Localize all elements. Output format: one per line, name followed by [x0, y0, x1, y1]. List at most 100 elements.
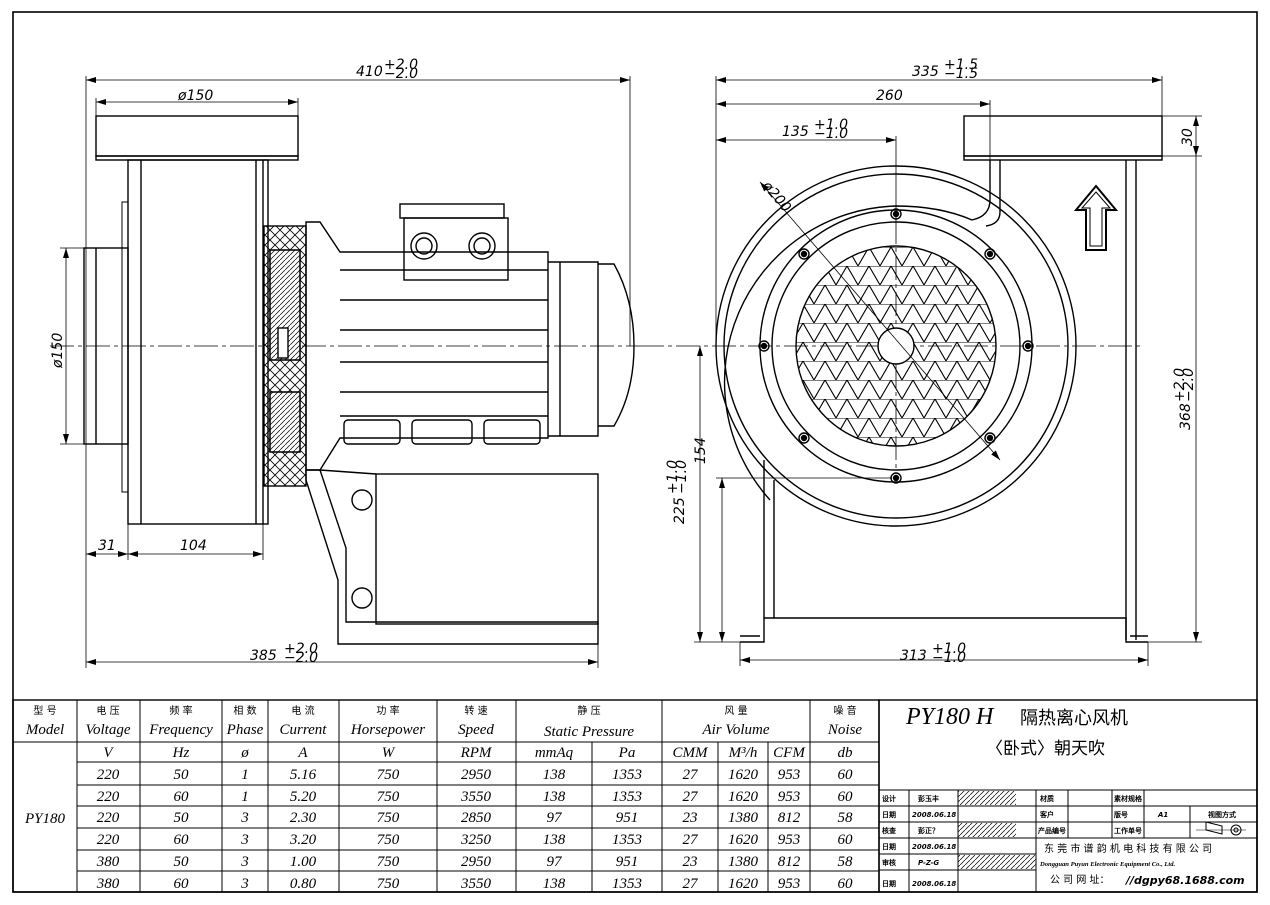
product-code: PY180 H — [905, 704, 995, 730]
table-cell: 50 — [174, 854, 190, 870]
table-cell: 5.20 — [290, 789, 317, 805]
dim-overall-length: 410 — [356, 64, 383, 80]
table-cell: 5.16 — [290, 767, 317, 783]
table-cell: 1353 — [612, 832, 642, 848]
table-cell: 1620 — [728, 832, 759, 848]
table-cell: 1620 — [728, 789, 759, 805]
table-cell: 60 — [174, 789, 190, 805]
table-cell: 1380 — [728, 810, 759, 826]
hdr-speed-cn: 转 速 — [464, 704, 487, 717]
dim-width-335-tol-dn: −1.5 — [944, 66, 978, 82]
dim-31: 31 — [98, 538, 116, 554]
table-cell: 27 — [683, 876, 700, 892]
website-label: 公 司 网 址： — [1050, 873, 1110, 886]
table-cell: 750 — [377, 789, 400, 805]
table-cell: 220 — [97, 810, 120, 826]
unit-cell: db — [838, 745, 854, 761]
table-cell: 2850 — [461, 810, 492, 826]
table-cell: 220 — [97, 789, 120, 805]
dim-dia-200: ø200 — [758, 178, 794, 216]
work-order-label: 工作单号 — [1114, 826, 1142, 835]
unit-cell: RPM — [460, 745, 493, 761]
company-name-en: Dongguan Puyun Electronic Equipment Co.,… — [1039, 861, 1176, 868]
unit-cell: V — [103, 745, 114, 761]
date-1: 2008.06.18 — [912, 811, 956, 819]
table-cell: 27 — [683, 789, 700, 805]
table-cell: 23 — [683, 810, 698, 826]
table-cell: 2.30 — [290, 810, 317, 826]
table-cell: 60 — [838, 789, 854, 805]
unit-cell: M³/h — [728, 745, 758, 761]
dim-154: 154 — [693, 437, 709, 464]
unit-cell: ø — [240, 745, 249, 761]
table-cell: 60 — [838, 767, 854, 783]
projection-symbol-icon — [1196, 821, 1246, 836]
model-name: PY180 — [24, 811, 66, 827]
dim-inlet-dia-top: ø150 — [177, 88, 213, 104]
table-cell: 3.20 — [289, 832, 317, 848]
hdr-horsepower-cn: 功 率 — [376, 704, 399, 717]
table-cell: 50 — [174, 767, 190, 783]
hdr-phase-en: Phase — [226, 722, 264, 738]
version-label: 版号 — [1114, 810, 1128, 819]
table-cell: 27 — [683, 832, 700, 848]
hdr-phase-cn: 相 数 — [233, 704, 256, 717]
hdr-frequency-cn: 频 率 — [169, 704, 192, 717]
table-cell: 220 — [97, 832, 120, 848]
dim-width-335-tol-up: +1.5 — [944, 57, 978, 73]
product-name-line2: 〈卧式〉朝天吹 — [986, 739, 1105, 759]
table-cell: 3250 — [460, 832, 492, 848]
table-cell: 2950 — [461, 854, 492, 870]
hdr-pressure-cn: 静 压 — [577, 704, 600, 717]
table-cell: 1 — [241, 767, 249, 783]
dim-225-tol-dn: −1.0 — [674, 460, 690, 494]
table-cell: 953 — [778, 876, 801, 892]
table-cell: 1380 — [728, 854, 759, 870]
date-2: 2008.06.18 — [912, 843, 956, 851]
product-name-line1: 隔热离心风机 — [1020, 708, 1128, 729]
unit-cell: Hz — [172, 745, 190, 761]
date-3: 2008.06.18 — [912, 880, 956, 888]
dim-height-368-tol-up: +2.0 — [1172, 368, 1188, 402]
dim-225-tol-up: +1.0 — [665, 460, 681, 494]
table-cell: 60 — [174, 876, 190, 892]
front-view-dimensions — [694, 76, 1202, 666]
design-name: 彭玉丰 — [918, 794, 939, 803]
dim-260: 260 — [876, 88, 903, 104]
hdr-voltage-en: Voltage — [86, 722, 131, 738]
check-name: 彭正？ — [918, 826, 939, 835]
table-cell: 97 — [547, 810, 564, 826]
table-cell: 812 — [778, 854, 801, 870]
table-cell: 750 — [377, 767, 400, 783]
table-cell: 1620 — [728, 767, 759, 783]
website-url: //dgpy68.1688.com — [1124, 874, 1245, 887]
table-cell: 138 — [543, 767, 566, 783]
table-cell: 3 — [240, 832, 249, 848]
hdr-airvolume-en: Air Volume — [701, 722, 769, 738]
dim-104: 104 — [180, 538, 207, 554]
table-cell: 3 — [240, 876, 249, 892]
customer-label: 客户 — [1039, 810, 1054, 819]
dim-overall-length-tol-dn: −2.0 — [384, 66, 418, 82]
table-cell: 750 — [377, 810, 400, 826]
table-cell: 3550 — [460, 789, 492, 805]
hdr-noise-cn: 噪 音 — [833, 704, 856, 717]
dim-30: 30 — [1180, 128, 1196, 146]
dim-135: 135 — [782, 124, 809, 140]
table-cell: 750 — [377, 876, 400, 892]
side-view-dimensions — [60, 76, 631, 668]
unit-cell: A — [297, 745, 308, 761]
table-cell: 951 — [616, 854, 639, 870]
material-label: 材质 — [1039, 794, 1054, 803]
table-cell: 23 — [683, 854, 698, 870]
table-cell: 138 — [543, 789, 566, 805]
table-cell: 750 — [377, 854, 400, 870]
dim-base-313-tol-dn: −1.0 — [932, 650, 966, 666]
table-cell: 951 — [616, 810, 639, 826]
dim-base-313: 313 — [900, 648, 927, 664]
approve-name: P-Z-G — [918, 859, 939, 867]
hdr-model-cn: 型 号 — [33, 704, 56, 717]
table-cell: 60 — [838, 832, 854, 848]
table-cell: 1353 — [612, 789, 642, 805]
table-cell: 3 — [240, 810, 249, 826]
